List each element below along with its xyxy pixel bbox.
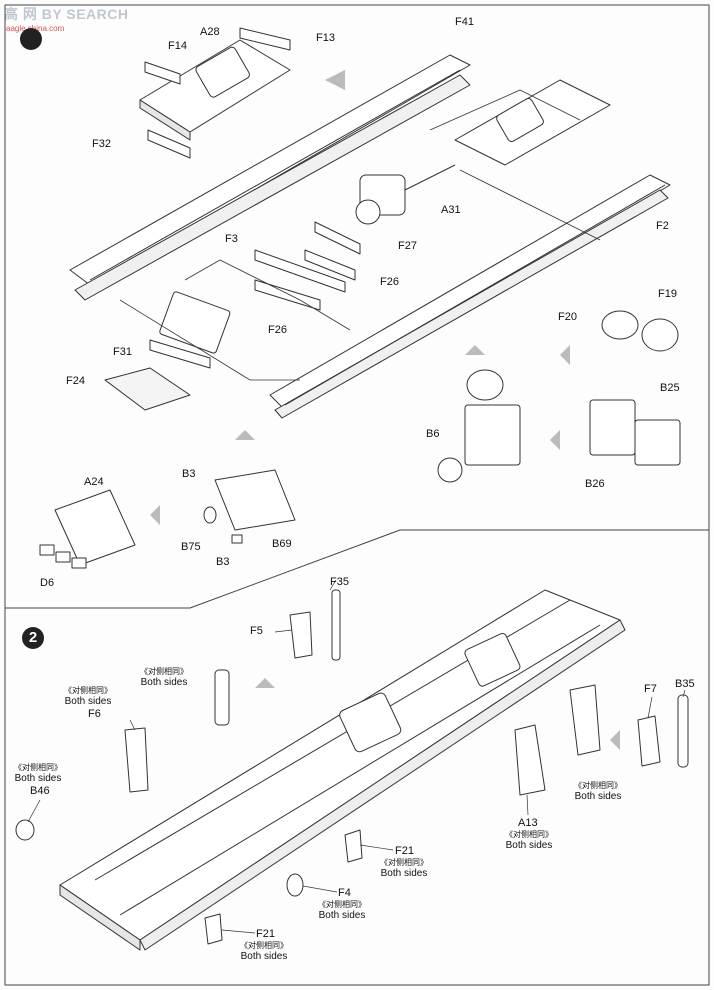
note-cn: 《对侧相同》 bbox=[14, 763, 62, 772]
label-f31: F31 bbox=[113, 346, 132, 358]
label-f26a: F26 bbox=[380, 276, 399, 288]
label-f24: F24 bbox=[66, 375, 85, 387]
label-a31: A31 bbox=[441, 204, 461, 216]
note-en: Both sides bbox=[380, 868, 428, 879]
label-b6: B6 bbox=[426, 428, 440, 440]
note-cn: 《对侧相同》 bbox=[64, 686, 112, 695]
note-both-sides: 《对侧相同》 Both sides bbox=[240, 940, 288, 962]
step-2-badge: 2 bbox=[22, 627, 44, 649]
label-a13: A13 bbox=[518, 817, 538, 829]
note-en: Both sides bbox=[140, 677, 188, 688]
label-f4: F4 bbox=[338, 887, 351, 899]
note-both-sides: 《对侧相同》 Both sides bbox=[318, 899, 366, 921]
watermark: 高 网 BY SEARCH bbox=[4, 6, 129, 22]
label-f21-left: F21 bbox=[256, 928, 275, 940]
note-cn: 《对侧相同》 bbox=[574, 781, 622, 790]
label-f35: F35 bbox=[330, 576, 349, 588]
note-en: Both sides bbox=[574, 791, 622, 802]
label-f13: F13 bbox=[316, 32, 335, 44]
label-b3-bottom: B3 bbox=[216, 556, 230, 568]
label-b3-top: B3 bbox=[182, 468, 196, 480]
label-b69: B69 bbox=[272, 538, 292, 550]
note-both-sides: 《对侧相同》 Both sides bbox=[380, 857, 428, 879]
note-cn: 《对侧相同》 bbox=[140, 667, 188, 676]
label-b35: B35 bbox=[675, 678, 695, 690]
label-f32: F32 bbox=[92, 138, 111, 150]
label-f7: F7 bbox=[644, 683, 657, 695]
label-f2: F2 bbox=[656, 220, 669, 232]
label-b75: B75 bbox=[181, 541, 201, 553]
note-en: Both sides bbox=[240, 951, 288, 962]
note-both-sides: 《对侧相同》 Both sides bbox=[14, 762, 62, 784]
note-both-sides: 《对侧相同》 Both sides bbox=[140, 666, 188, 688]
note-cn: 《对侧相同》 bbox=[380, 858, 428, 867]
note-both-sides: 《对侧相同》 Both sides bbox=[64, 685, 112, 707]
note-cn: 《对侧相同》 bbox=[318, 900, 366, 909]
label-b25: B25 bbox=[660, 382, 680, 394]
label-f3: F3 bbox=[225, 233, 238, 245]
label-f19: F19 bbox=[658, 288, 677, 300]
label-b26: B26 bbox=[585, 478, 605, 490]
label-f21-right: F21 bbox=[395, 845, 414, 857]
label-f26b: F26 bbox=[268, 324, 287, 336]
label-a28: A28 bbox=[200, 26, 220, 38]
note-both-sides: 《对侧相同》 Both sides bbox=[505, 829, 553, 851]
note-en: Both sides bbox=[318, 910, 366, 921]
note-en: Both sides bbox=[505, 840, 553, 851]
note-cn: 《对侧相同》 bbox=[505, 830, 553, 839]
note-en: Both sides bbox=[64, 696, 112, 707]
label-f14: F14 bbox=[168, 40, 187, 52]
label-f6: F6 bbox=[88, 708, 101, 720]
label-d6: D6 bbox=[40, 577, 55, 589]
label-b46: B46 bbox=[30, 785, 50, 797]
label-a24: A24 bbox=[84, 476, 104, 488]
label-f41: F41 bbox=[455, 16, 474, 28]
label-f5: F5 bbox=[250, 625, 263, 637]
step-1-badge bbox=[20, 28, 42, 50]
label-f27: F27 bbox=[398, 240, 417, 252]
note-en: Both sides bbox=[14, 773, 62, 784]
label-f20: F20 bbox=[558, 311, 577, 323]
note-cn: 《对侧相同》 bbox=[240, 941, 288, 950]
note-both-sides: 《对侧相同》 Both sides bbox=[574, 780, 622, 802]
